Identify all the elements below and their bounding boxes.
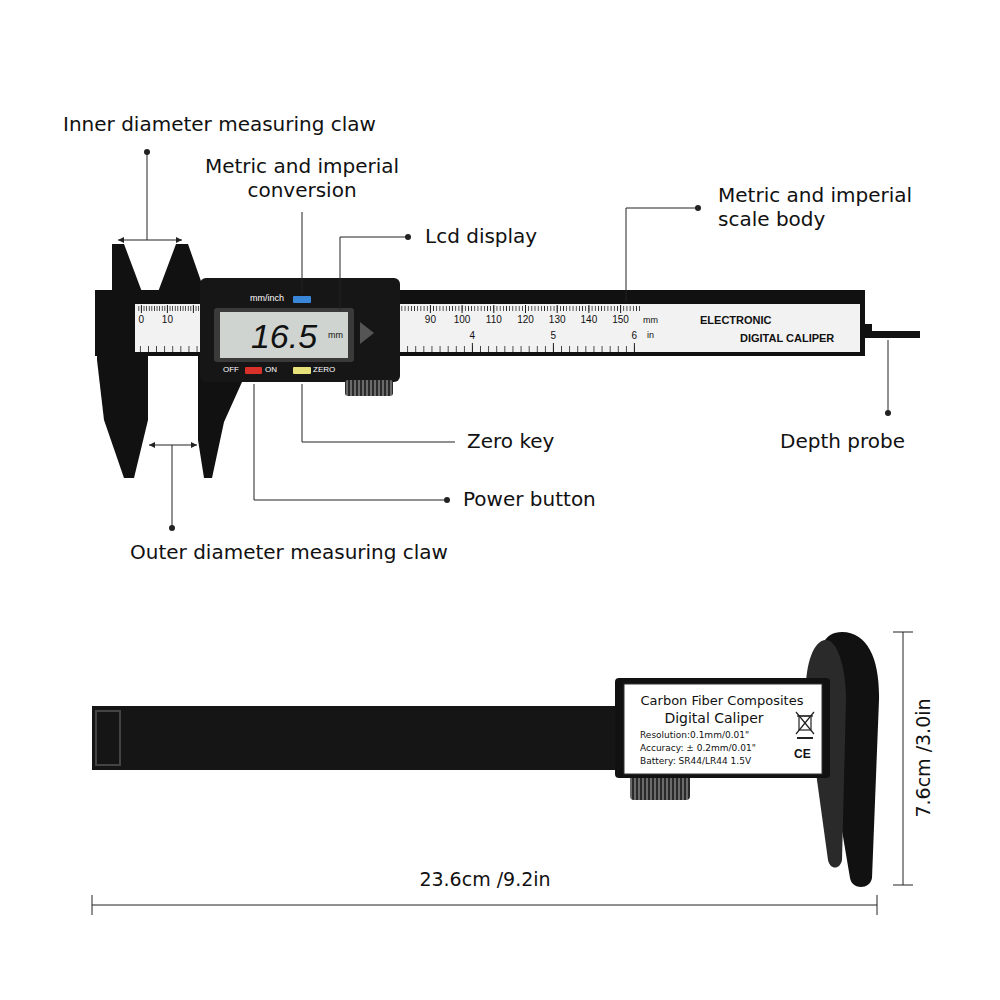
callout-label: Zero key (467, 429, 554, 453)
brand-text: DIGITAL CALIPER (740, 333, 834, 344)
panel-heading: Digital Caliper (664, 710, 763, 727)
slider-arrow (360, 322, 374, 344)
mm-ticks (400, 306, 640, 311)
button-label: ZERO (313, 366, 335, 374)
inner-claw-slider (158, 244, 202, 292)
scale-number: 0 (139, 315, 145, 325)
scale-number: 100 (454, 315, 471, 325)
scale-number: 10 (162, 315, 173, 325)
spec-panel (624, 684, 822, 774)
depth-probe (862, 324, 872, 332)
scale-number: 130 (549, 315, 566, 325)
dimension-lines (92, 632, 913, 915)
scale-number: 110 (486, 315, 502, 325)
inch-ticks (137, 346, 199, 352)
spec-text: Accuracy: ± 0.2mm/0.01" (640, 744, 756, 753)
recycle-bin-icon (796, 712, 814, 738)
callout-label: Metric and imperial scale body (718, 183, 968, 231)
lcd-unit: mm (328, 331, 343, 340)
beam-end (96, 711, 120, 765)
scale-unit: mm (643, 316, 658, 325)
dimension-label: 7.6cm /3.0in (912, 698, 935, 817)
lcd-screen (220, 312, 348, 358)
beam-back (92, 706, 637, 770)
scale-number: 5 (551, 331, 557, 341)
slider-back (615, 678, 830, 778)
scale-number: 120 (517, 315, 534, 325)
scale-number: 90 (425, 315, 436, 325)
scale-number: 6 (632, 331, 638, 341)
callout-label: Lcd display (425, 224, 537, 248)
ce-mark: CE (794, 748, 811, 760)
scale-number: 4 (470, 331, 476, 341)
brand-text: ELECTRONIC (700, 315, 772, 326)
button-label: mm/inch (250, 294, 284, 303)
scale-number: 150 (612, 315, 629, 325)
scale-unit: in (647, 331, 654, 340)
lcd-reading: 16.5 (251, 316, 317, 357)
depth-probe (862, 331, 920, 338)
mm-ticks (137, 306, 199, 311)
callout-label: Depth probe (780, 429, 905, 453)
thumb-wheel (345, 380, 393, 396)
dimension-label: 23.6cm /9.2in (419, 868, 550, 891)
slider-head (200, 278, 400, 382)
spec-text: Battery: SR44/LR44 1.5V (640, 757, 751, 766)
top-caliper (95, 244, 920, 478)
inner-claw-fixed (112, 244, 142, 292)
zero-button (293, 367, 311, 374)
power-button (245, 367, 262, 374)
panel-heading: Carbon Fiber Composites (641, 693, 804, 709)
spec-text: Resolution:0.1mm/0.01" (640, 731, 749, 740)
button-label: OFF (223, 366, 239, 374)
inch-major-ticks (472, 343, 634, 352)
bottom-caliper (92, 632, 879, 887)
callout-label: Power button (463, 487, 596, 511)
unit-button (293, 296, 311, 303)
lcd-frame (214, 308, 354, 362)
callout-label: Inner diameter measuring claw (63, 112, 376, 136)
inch-ticks (400, 346, 640, 352)
callout-label: Outer diameter measuring claw (130, 540, 448, 564)
button-label: ON (265, 366, 277, 374)
scale-number: 140 (581, 315, 598, 325)
callout-label: Metric and imperial conversion (177, 154, 427, 202)
